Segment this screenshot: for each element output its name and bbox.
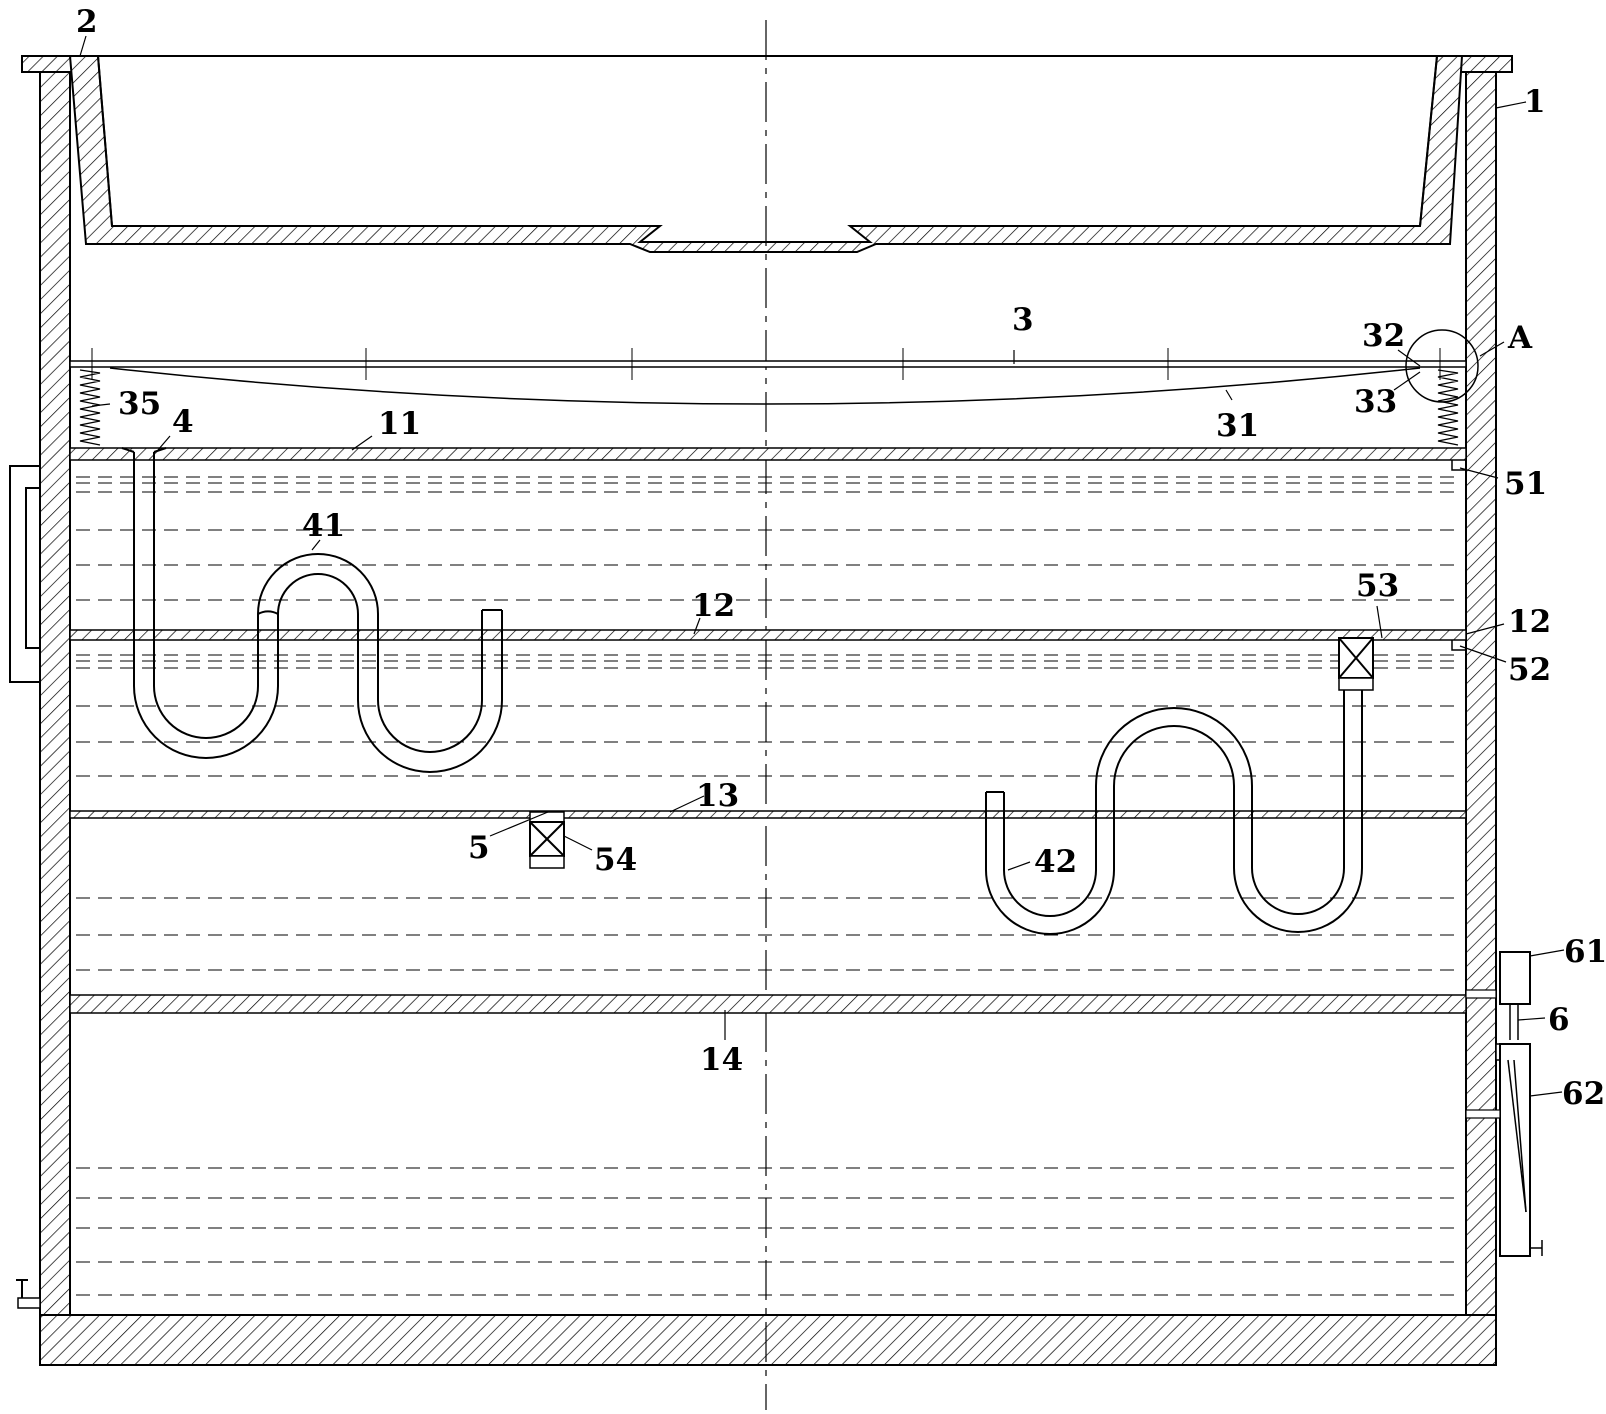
side-device-6 (1465, 951, 1543, 1257)
label-4: 4 (172, 404, 194, 440)
label-a: A (1507, 320, 1533, 356)
callout-labels: 2 1 3 32 A 33 35 4 11 31 51 41 53 12 12 … (76, 4, 1606, 1112)
label-32: 32 (1362, 318, 1405, 354)
partition-13 (69, 810, 1467, 819)
drain-valve-left (16, 1279, 41, 1309)
label-51: 51 (1504, 466, 1547, 502)
label-35: 35 (118, 386, 161, 422)
label-42: 42 (1034, 844, 1077, 880)
housing-1 (39, 71, 1497, 1366)
sensor-51 (1451, 460, 1466, 471)
detail-circle-a (1405, 329, 1479, 403)
label-31: 31 (1216, 408, 1259, 444)
partition-14 (69, 994, 1467, 1014)
label-5: 5 (468, 830, 490, 866)
label-14: 14 (700, 1042, 743, 1078)
sensor-52 (1451, 640, 1466, 651)
siphon-pipe-42 (985, 690, 1363, 935)
valve-53 (1338, 637, 1374, 691)
label-41: 41 (302, 508, 345, 544)
partition-12 (69, 629, 1467, 641)
label-12-right: 12 (1508, 604, 1551, 640)
membrane-31 (109, 367, 1421, 405)
siphon-pipe-41-shape (121, 447, 503, 773)
siphon-pipe-41 (140, 458, 534, 766)
label-12-center: 12 (692, 588, 735, 624)
partition-11 (69, 447, 1467, 461)
side-handle (9, 465, 40, 683)
label-6: 6 (1548, 1002, 1570, 1038)
label-2: 2 (76, 4, 98, 40)
filter-plate-3 (69, 348, 1467, 380)
label-54: 54 (594, 842, 637, 878)
label-52: 52 (1508, 652, 1551, 688)
label-1: 1 (1524, 84, 1546, 120)
label-33: 33 (1354, 384, 1397, 420)
top-basin-2 (21, 55, 1513, 253)
spring-right-35 (1437, 369, 1459, 446)
water-lines (76, 476, 1460, 1296)
label-53: 53 (1356, 568, 1399, 604)
leader-lines (79, 35, 1565, 1097)
label-3: 3 (1012, 302, 1034, 338)
valve-54 (529, 811, 565, 869)
label-62: 62 (1562, 1076, 1605, 1112)
label-11: 11 (378, 406, 421, 442)
spring-left-35 (79, 369, 101, 446)
label-61: 61 (1564, 934, 1606, 970)
label-13: 13 (696, 778, 739, 814)
